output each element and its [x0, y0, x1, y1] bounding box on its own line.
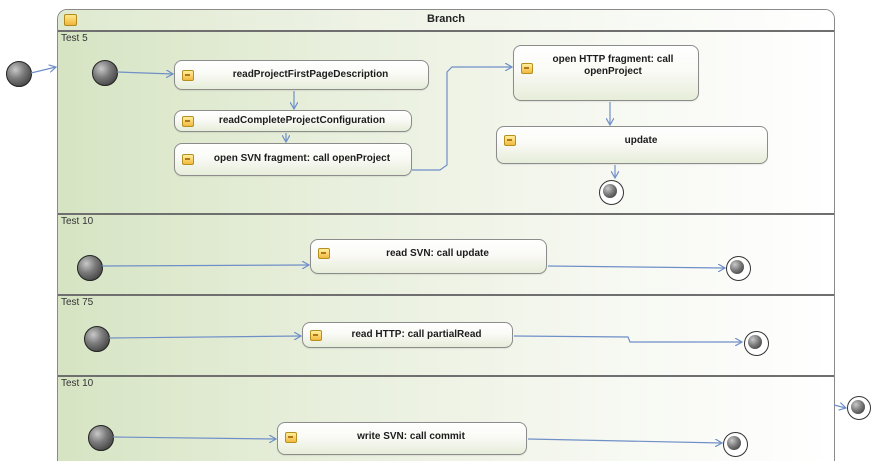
outer-final-node[interactable] — [847, 396, 871, 420]
lane-label: Test 75 — [61, 297, 94, 308]
lane3-initial-node[interactable] — [84, 326, 110, 352]
action-icon — [504, 135, 516, 146]
action-label: readCompleteProjectConfiguration — [218, 115, 386, 126]
lane-label: Test 5 — [61, 33, 88, 44]
action-label: update — [624, 135, 658, 146]
action-icon — [182, 116, 194, 127]
action-icon — [182, 154, 194, 165]
action-label: open SVN fragment: call openProject — [213, 153, 391, 164]
edge-outer-initial-to-branch — [30, 67, 56, 74]
lane-label: Test 10 — [61, 216, 94, 227]
edge-branch-to-outer-final — [833, 405, 846, 408]
branch-title: Branch — [427, 13, 465, 25]
action-icon — [521, 63, 533, 74]
action-label: write SVN: call commit — [357, 431, 465, 442]
lane1-final-node[interactable] — [599, 180, 624, 205]
action-write-svn[interactable]: write SVN: call commit — [277, 422, 527, 455]
action-label: open HTTP fragment: call openProject — [552, 54, 674, 77]
lane1-initial-node[interactable] — [92, 60, 118, 86]
lane2-initial-node[interactable] — [77, 255, 103, 281]
action-label: read HTTP: call partialRead — [351, 329, 482, 340]
action-read-complete-config[interactable]: readCompleteProjectConfiguration — [174, 110, 412, 132]
action-open-svn-fragment[interactable]: open SVN fragment: call openProject — [174, 143, 412, 176]
action-read-svn[interactable]: read SVN: call update — [310, 239, 547, 274]
action-update[interactable]: update — [496, 126, 768, 164]
action-icon — [310, 330, 322, 341]
action-read-project-first-page[interactable]: readProjectFirstPageDescription — [174, 60, 429, 90]
action-frame-icon — [64, 14, 77, 26]
lane2-final-node[interactable] — [726, 256, 751, 281]
action-icon — [182, 70, 194, 81]
action-label: readProjectFirstPageDescription — [232, 69, 389, 80]
action-icon — [318, 248, 330, 259]
lane-label: Test 10 — [61, 378, 94, 389]
action-icon — [285, 432, 297, 443]
action-open-http-fragment[interactable]: open HTTP fragment: call openProject — [513, 45, 699, 101]
lane3-final-node[interactable] — [744, 331, 769, 356]
lane4-final-node[interactable] — [723, 432, 748, 457]
outer-initial-node[interactable] — [6, 61, 32, 87]
action-read-http[interactable]: read HTTP: call partialRead — [302, 322, 513, 348]
lane4-initial-node[interactable] — [88, 425, 114, 451]
action-label: read SVN: call update — [386, 248, 489, 259]
